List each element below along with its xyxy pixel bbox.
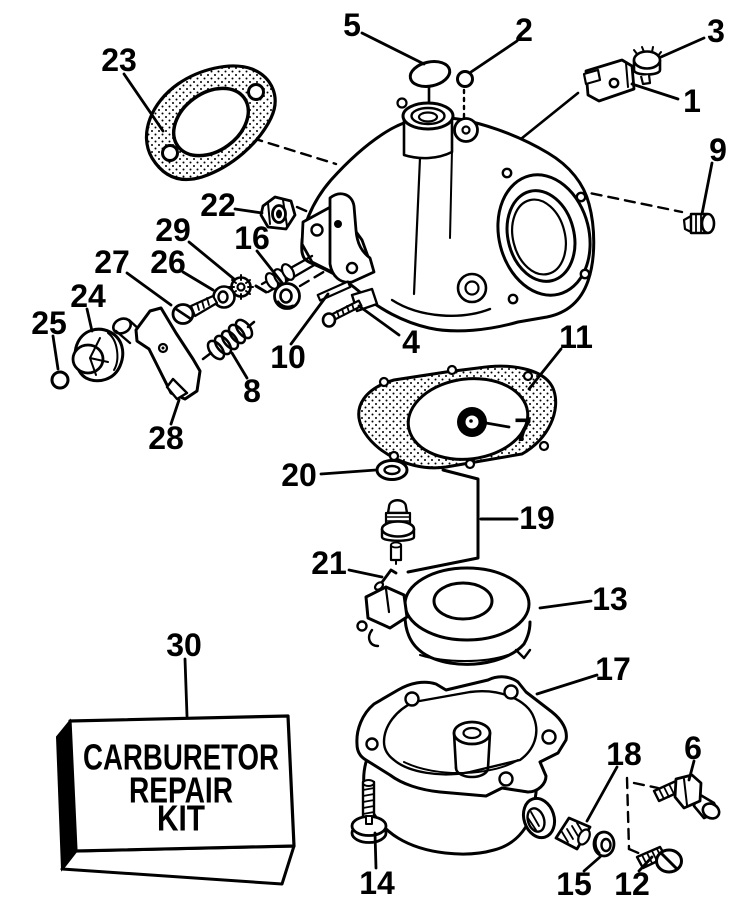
callout-22: 22: [200, 187, 236, 223]
callout-1: 1: [683, 83, 701, 119]
callout-11: 11: [559, 319, 593, 355]
part-29-lock-washer: [228, 274, 254, 300]
part-26-washer: [212, 285, 236, 309]
part-15-washer: [592, 830, 616, 858]
leader-line-17: [535, 673, 599, 696]
leader-line-27: [125, 271, 173, 307]
callout-19: 19: [519, 500, 555, 536]
leader-line-2: [469, 39, 519, 74]
leader-line-14: [373, 831, 378, 870]
part-24-drum: [71, 327, 125, 383]
leader-line-21: [347, 568, 384, 579]
part-1-bracket: [582, 58, 636, 103]
part-23-gasket: [144, 64, 277, 182]
leader-line-23: [122, 72, 165, 133]
part-13-float: [356, 566, 532, 666]
callout-5: 5: [343, 7, 361, 43]
callout-30: 30: [166, 627, 202, 663]
leader-line-9: [700, 161, 714, 216]
leader-line-16: [255, 249, 285, 286]
leader-line-1: [630, 82, 680, 101]
part-19-needle-valve: [380, 468, 519, 574]
leader-line-25: [51, 334, 60, 371]
leader-line-20: [319, 468, 378, 476]
callout-2: 2: [515, 12, 533, 48]
part-27-screw: [171, 294, 219, 325]
leader-line-30: [183, 657, 189, 718]
part-12-screw: [635, 845, 683, 874]
leader-line-12: [637, 855, 654, 873]
callout-29: 29: [155, 212, 191, 248]
callout-4: 4: [402, 324, 420, 360]
kit-box-line-2: REPAIR: [129, 770, 233, 811]
callout-17: 17: [595, 651, 631, 687]
part-8-spring: [201, 318, 256, 361]
leader-line-28: [169, 398, 181, 426]
part-5-cap: [408, 60, 452, 88]
kit-box-line-1: CARBURETOR: [83, 737, 279, 778]
leader-line-4: [357, 304, 401, 337]
leader-line-26: [181, 270, 215, 292]
part-3-nut: [632, 46, 662, 86]
callout-18: 18: [606, 736, 642, 772]
leader-line-10: [289, 292, 330, 346]
kit-box-line-3: KIT: [157, 798, 205, 839]
callout-3: 3: [707, 13, 725, 49]
callout-7: 7: [514, 412, 532, 448]
callout-10: 10: [270, 339, 306, 375]
part-22-nut: [259, 195, 297, 231]
leader-line-6: [687, 759, 696, 782]
callout-14: 14: [359, 865, 395, 901]
part-25-ring: [50, 370, 70, 390]
part-9-screw: [682, 212, 716, 235]
part-7-seal: [457, 407, 487, 437]
leader-line-22: [233, 207, 264, 215]
callout-15: 15: [556, 866, 592, 902]
callout-9: 9: [709, 132, 727, 168]
callout-16: 16: [234, 220, 270, 256]
leader-line-13: [538, 599, 593, 610]
part-17-bowl: [355, 675, 568, 856]
callout-6: 6: [684, 730, 702, 766]
callout-20: 20: [281, 457, 317, 493]
callout-8: 8: [243, 373, 261, 409]
callout-12: 12: [614, 866, 650, 902]
callout-24: 24: [70, 278, 106, 314]
callout-23: 23: [101, 42, 137, 78]
leader-line-11: [527, 347, 563, 391]
part-16-washer: [273, 282, 301, 310]
part-18-plug: [554, 816, 592, 851]
callout-21: 21: [311, 545, 347, 581]
leader-line-18: [585, 765, 619, 823]
axis-lines: [218, 88, 684, 857]
callout-25: 25: [31, 305, 67, 341]
part-4-screw: [321, 299, 363, 328]
leader-line-24: [85, 307, 94, 333]
repair-kit-box: CARBURETOR REPAIR KIT: [55, 714, 296, 886]
callout-28: 28: [148, 420, 184, 456]
leader-line-8: [230, 351, 249, 380]
part-14-screw: [350, 779, 388, 844]
part-2-ball: [456, 70, 474, 88]
leader-line-15: [582, 855, 602, 873]
part-6-fitting: [652, 773, 721, 820]
part-20-oring: [375, 459, 409, 481]
carburetor-body: [254, 97, 596, 333]
leader-line-5: [360, 31, 426, 66]
leader-line-3: [659, 36, 706, 59]
part-28-lever: [112, 306, 202, 401]
part-10-pin: [316, 280, 352, 302]
callout-27: 27: [94, 244, 130, 280]
callout-13: 13: [592, 581, 628, 617]
leader-line-7: [484, 421, 511, 429]
callout-26: 26: [150, 244, 186, 280]
leader-line-29: [187, 240, 236, 281]
